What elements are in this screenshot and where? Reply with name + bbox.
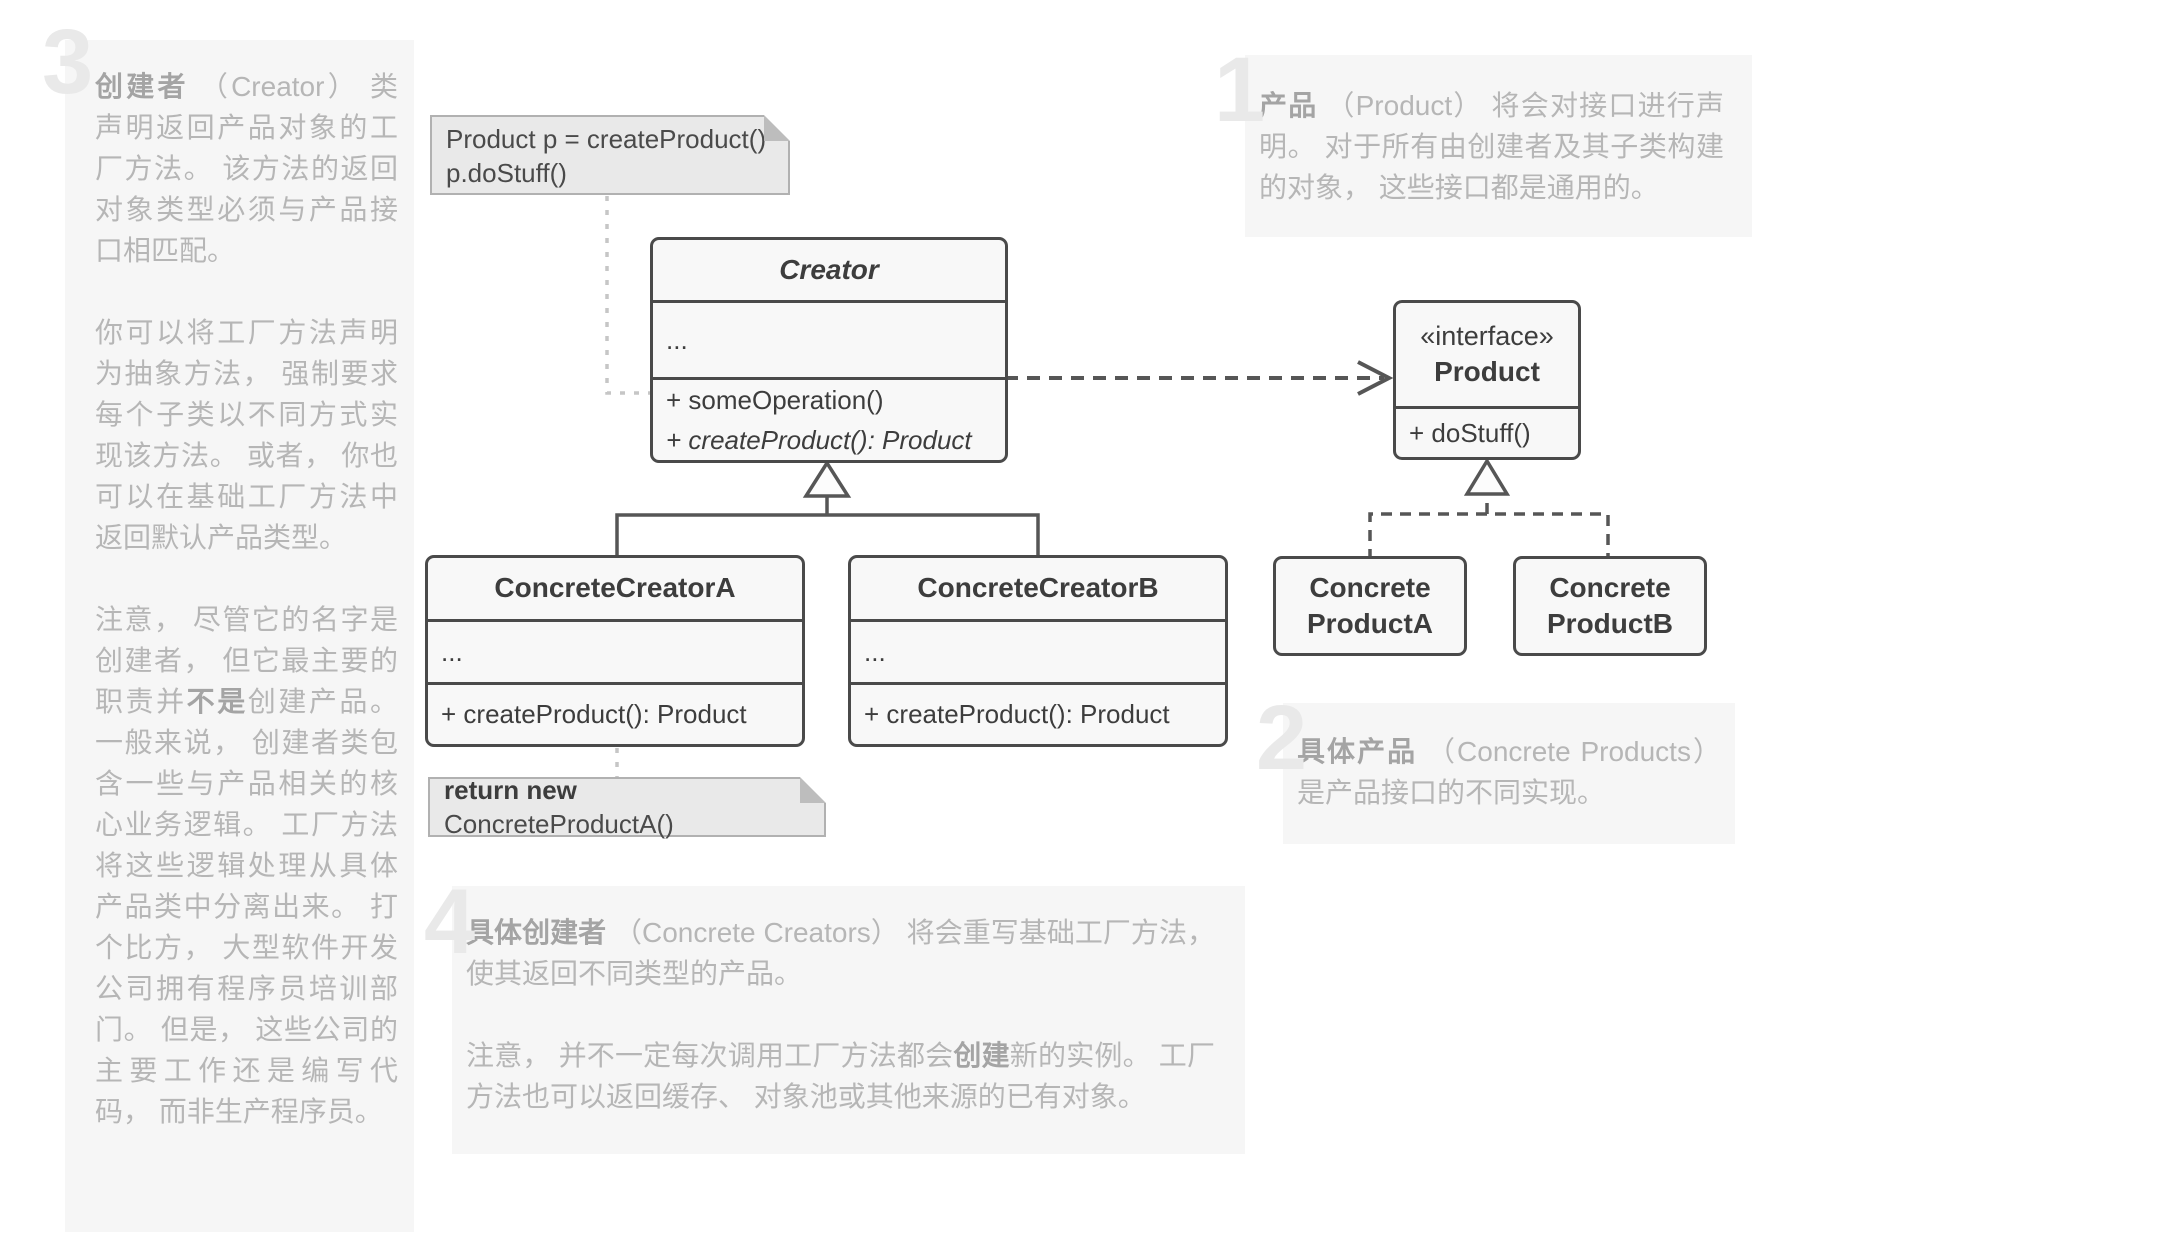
class-concrete-creator-a-title: ConcreteCreatorA (494, 572, 736, 604)
class-creator-title: Creator (779, 253, 879, 285)
annotation-2-number: 2 (1256, 687, 1308, 789)
annotation-1-paragraph: 产品 （Product） 将会对接口进行声明。 对于所有由创建者及其子类构建的对… (1259, 90, 1724, 203)
class-concrete-creator-b: ConcreteCreatorB ... + createProduct(): … (848, 555, 1228, 747)
inheritance-connector-creators (615, 513, 1040, 560)
realization-triangle-icon (1463, 457, 1511, 496)
class-creator-methods: + someOperation() + createProduct(): Pro… (653, 377, 1005, 460)
annotation-1-product: 产品 （Product） 将会对接口进行声明。 对于所有由创建者及其子类构建的对… (1245, 55, 1752, 237)
annotation-3-term: 创建者 (95, 71, 189, 102)
inheritance-triangle-icon (802, 459, 852, 498)
class-creator-method-someoperation: + someOperation() (666, 385, 884, 415)
class-product-name: Product (1434, 355, 1540, 387)
annotation-1-text: 产品 （Product） 将会对接口进行声明。 对于所有由创建者及其子类构建的对… (1259, 85, 1724, 208)
annotation-4-number: 4 (424, 871, 476, 973)
annotation-3-paragraph-3: 注意， 尽管它的名字是创建者， 但它最主要的职责并不是创建产品。 一般来说， 创… (95, 604, 398, 1127)
note-client-code: Product p = createProduct() p.doStuff() (430, 115, 790, 195)
annotation-4-text: 具体创建者 （Concrete Creators） 将会重写基础工厂方法， 使其… (466, 912, 1215, 1117)
class-concrete-creator-a-method-createproduct: + createProduct(): Product (441, 699, 747, 730)
note-return-new: return new ConcreteProductA() (428, 775, 826, 839)
class-product-methods: + doStuff() (1396, 406, 1578, 457)
annotation-4-paragraph-1: 具体创建者 （Concrete Creators） 将会重写基础工厂方法， 使其… (466, 917, 1215, 989)
annotation-3-creator: 创建者 （Creator） 类声明返回产品对象的工厂方法。 该方法的返回对象类型… (65, 40, 414, 1232)
class-concrete-creator-b-methods: + createProduct(): Product (851, 681, 1225, 745)
annotation-2-paragraph: 具体产品 （Concrete Products） 是产品接口的不同实现。 (1297, 736, 1721, 808)
class-concrete-product-a: Concrete ProductA (1273, 556, 1467, 656)
class-concrete-creator-b-attributes: ... (851, 619, 1225, 682)
annotation-2-text: 具体产品 （Concrete Products） 是产品接口的不同实现。 (1297, 731, 1721, 813)
note-return-new-text: return new ConcreteProductA() (444, 775, 674, 839)
annotation-3-paragraph-1: 创建者 （Creator） 类声明返回产品对象的工厂方法。 该方法的返回对象类型… (95, 71, 398, 266)
annotation-2-concrete-products: 具体产品 （Concrete Products） 是产品接口的不同实现。 (1283, 703, 1735, 844)
annotation-3-number: 3 (42, 11, 94, 113)
class-product-interface: «interface» Product + doStuff() (1393, 300, 1581, 460)
class-concrete-creator-b-method-createproduct: + createProduct(): Product (864, 699, 1170, 730)
annotation-4-concrete-creators: 具体创建者 （Concrete Creators） 将会重写基础工厂方法， 使其… (452, 886, 1245, 1154)
class-concrete-product-b-title: Concrete ProductB (1547, 571, 1673, 639)
dependency-arrowhead-icon (1357, 360, 1394, 396)
class-concrete-product-b: Concrete ProductB (1513, 556, 1707, 656)
annotation-3-text: 创建者 （Creator） 类声明返回产品对象的工厂方法。 该方法的返回对象类型… (95, 66, 398, 1132)
note-client-code-line1: Product p = createProduct() (446, 124, 767, 154)
annotation-4-paragraph-2: 注意， 并不一定每次调用工厂方法都会创建新的实例。 工厂方法也可以返回缓存、 对… (466, 1040, 1215, 1112)
class-concrete-creator-a: ConcreteCreatorA ... + createProduct(): … (425, 555, 805, 747)
class-creator-method-createproduct: + createProduct(): Product (666, 425, 972, 455)
annotation-1-number: 1 (1214, 39, 1266, 141)
class-concrete-creator-a-attributes: ... (428, 619, 802, 682)
note-client-code-line2: p.doStuff() (446, 158, 567, 188)
class-creator-attributes: ... (653, 300, 1005, 377)
class-product-stereotype: «interface» (1420, 320, 1554, 351)
annotation-3-paragraph-2: 你可以将工厂方法声明为抽象方法， 强制要求每个子类以不同方式实现该方法。 或者，… (95, 317, 398, 553)
annotation-4-term: 具体创建者 (466, 917, 607, 948)
annotation-1-term: 产品 (1259, 90, 1318, 121)
annotation-2-term: 具体产品 (1297, 736, 1418, 767)
realization-connector-products (1368, 512, 1610, 560)
class-concrete-product-a-title: Concrete ProductA (1307, 571, 1433, 639)
class-product-method-dostuff: + doStuff() (1409, 418, 1531, 448)
class-product-title: «interface» Product (1396, 303, 1578, 406)
class-concrete-creator-a-methods: + createProduct(): Product (428, 681, 802, 745)
class-creator: Creator ... + someOperation() + createPr… (650, 237, 1008, 463)
class-concrete-creator-b-title: ConcreteCreatorB (917, 572, 1159, 604)
